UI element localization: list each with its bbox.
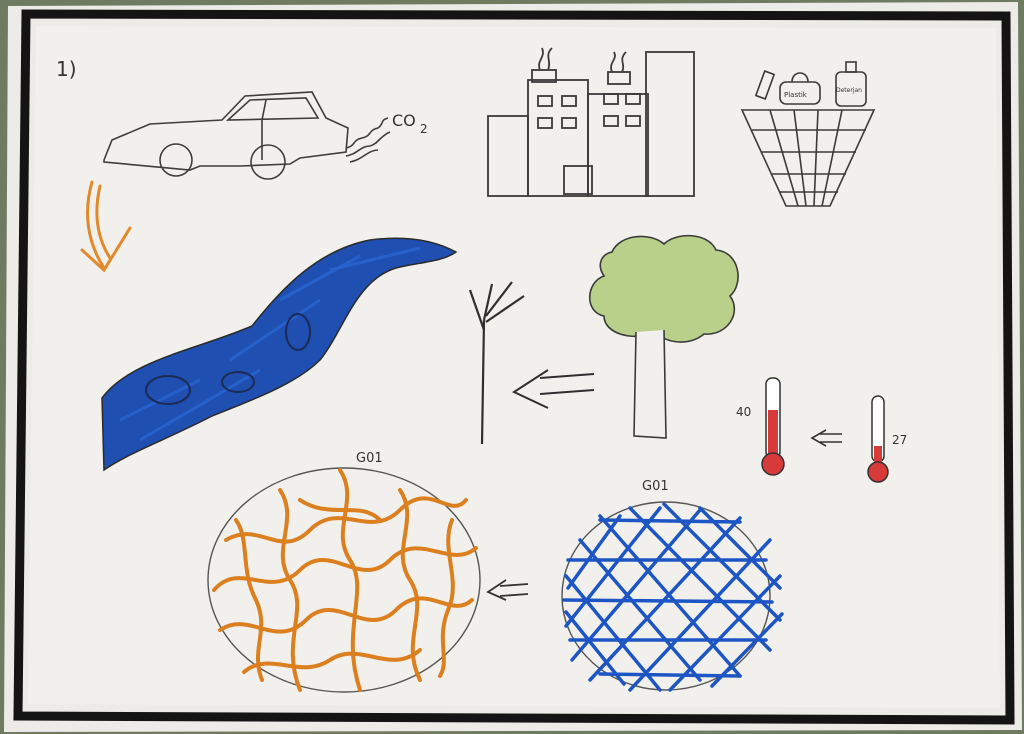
- page-number: 1): [56, 57, 77, 81]
- thermometer-cool-icon: [867, 395, 889, 483]
- car-drawing: [103, 91, 391, 180]
- green-tree-drawing: [589, 234, 739, 439]
- left-arrow-circles-icon: [486, 579, 529, 601]
- waste-basket-drawing: [740, 61, 876, 207]
- jar-label-detergent: Deterjan: [836, 87, 862, 94]
- drawn-frame: [13, 9, 1015, 725]
- co2-label: CO: [392, 111, 416, 130]
- polluted-river-drawing: [101, 237, 458, 472]
- blue-net-circle: [561, 501, 784, 692]
- co2-subscript: 2: [420, 122, 428, 136]
- circle-right-label: G01: [642, 479, 669, 494]
- thermometer-hot-icon: [761, 377, 785, 476]
- thermometer-cool-label: 27: [892, 433, 907, 447]
- thermometer-hot-label: 40: [736, 405, 751, 419]
- down-arrow-icon: [80, 180, 132, 273]
- dead-tree-drawing: [468, 281, 525, 445]
- jar-label-plastic: Plastik: [784, 91, 808, 99]
- left-arrow-small-icon: [810, 429, 842, 447]
- left-arrow-icon: [511, 369, 595, 409]
- circle-left-label: G01: [356, 451, 383, 466]
- factory-drawing: [487, 47, 695, 197]
- orange-tangled-circle: [207, 467, 481, 693]
